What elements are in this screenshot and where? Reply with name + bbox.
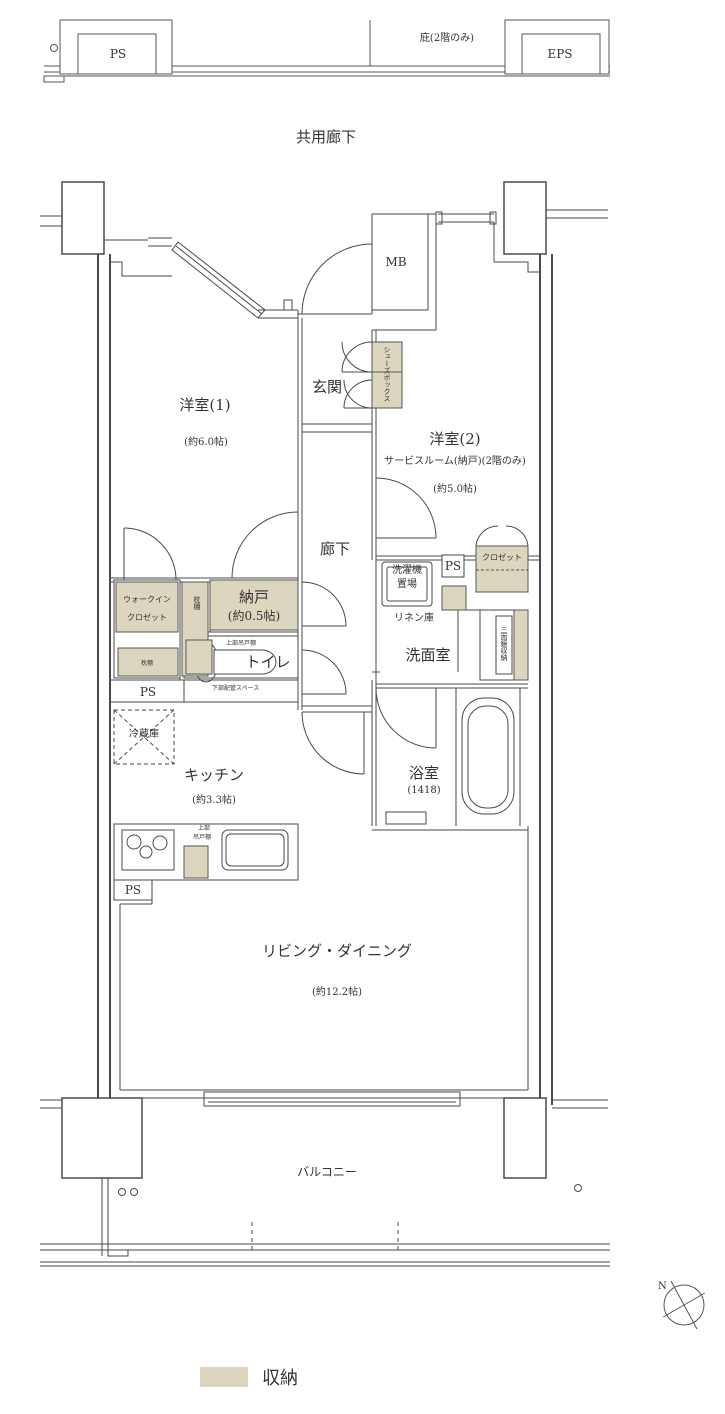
legend-swatch — [200, 1367, 248, 1387]
pillow-shelf-label: 枕棚 — [140, 660, 154, 667]
kitchen-size: (約3.3帖) — [192, 795, 236, 806]
ps-top-label: PS — [109, 47, 127, 61]
eps-top-label: EPS — [547, 47, 573, 61]
living-dining-size: (約12.2帖) — [311, 987, 363, 998]
legend: 収納 — [200, 1364, 298, 1390]
unit-walls — [40, 181, 610, 1267]
closet-label: クロゼット — [482, 553, 522, 562]
entrance-label: 玄関 — [311, 378, 343, 396]
legend-label: 収納 — [262, 1368, 298, 1389]
compass-icon — [662, 1280, 706, 1330]
bath-name: 浴室 — [408, 764, 440, 782]
washer-line1: 洗濯機 — [392, 565, 422, 576]
living-dining-name: リビング・ダイニング — [261, 942, 413, 960]
mirror-storage-label: 三面鏡収納 — [500, 626, 508, 661]
shoebox-label: シューズボックス — [383, 346, 391, 402]
kitchen-cabinet-line1: 上部 — [198, 825, 211, 832]
western-room-2-size: (約5.0帖) — [433, 484, 477, 495]
top-structure — [43, 19, 610, 83]
western-room-2-sub: サービスルーム(納戸)(2階のみ) — [384, 456, 526, 467]
pillow-shelf-vertical: 枕棚 — [193, 596, 201, 610]
ps-left-label: PS — [139, 685, 157, 699]
western-room-1-name: 洋室(1) — [179, 396, 231, 414]
walkin-closet-line2: クロゼット — [127, 613, 167, 622]
toilet-upper-cabinet: 上部吊戸棚 — [226, 640, 257, 647]
mb-label: MB — [385, 255, 407, 269]
ps-wash-label: PS — [444, 559, 462, 573]
fridge-label: 冷蔵庫 — [129, 729, 159, 740]
storage-room-size: (約0.5帖) — [227, 609, 281, 623]
storage-room-name: 納戸 — [238, 588, 270, 606]
hallway-label: 廊下 — [319, 540, 351, 558]
walkin-closet-line1: ウォークイン — [123, 595, 171, 604]
storage-areas — [115, 341, 529, 879]
western-room-2-name: 洋室(2) — [429, 430, 481, 448]
toilet-pipe-space: 下部配管スペース — [212, 685, 260, 692]
western-room-1-size: (約6.0帖) — [184, 437, 228, 448]
balcony-label: バルコニー — [297, 1165, 357, 1179]
washroom-label: 洗面室 — [405, 646, 451, 664]
ps-kitchen-label: PS — [124, 883, 142, 897]
eaves-label: 庇(2階のみ) — [419, 33, 475, 44]
washer-line2: 置場 — [397, 579, 417, 590]
kitchen-name: キッチン — [183, 766, 245, 784]
common-corridor-label: 共用廊下 — [295, 128, 357, 146]
bath-size: (1418) — [407, 785, 441, 796]
kitchen-cabinet-line2: 吊戸棚 — [193, 834, 212, 841]
compass-north-label: N — [658, 1281, 667, 1292]
linen-label: リネン庫 — [394, 613, 434, 624]
toilet-label: トイレ — [245, 653, 291, 671]
